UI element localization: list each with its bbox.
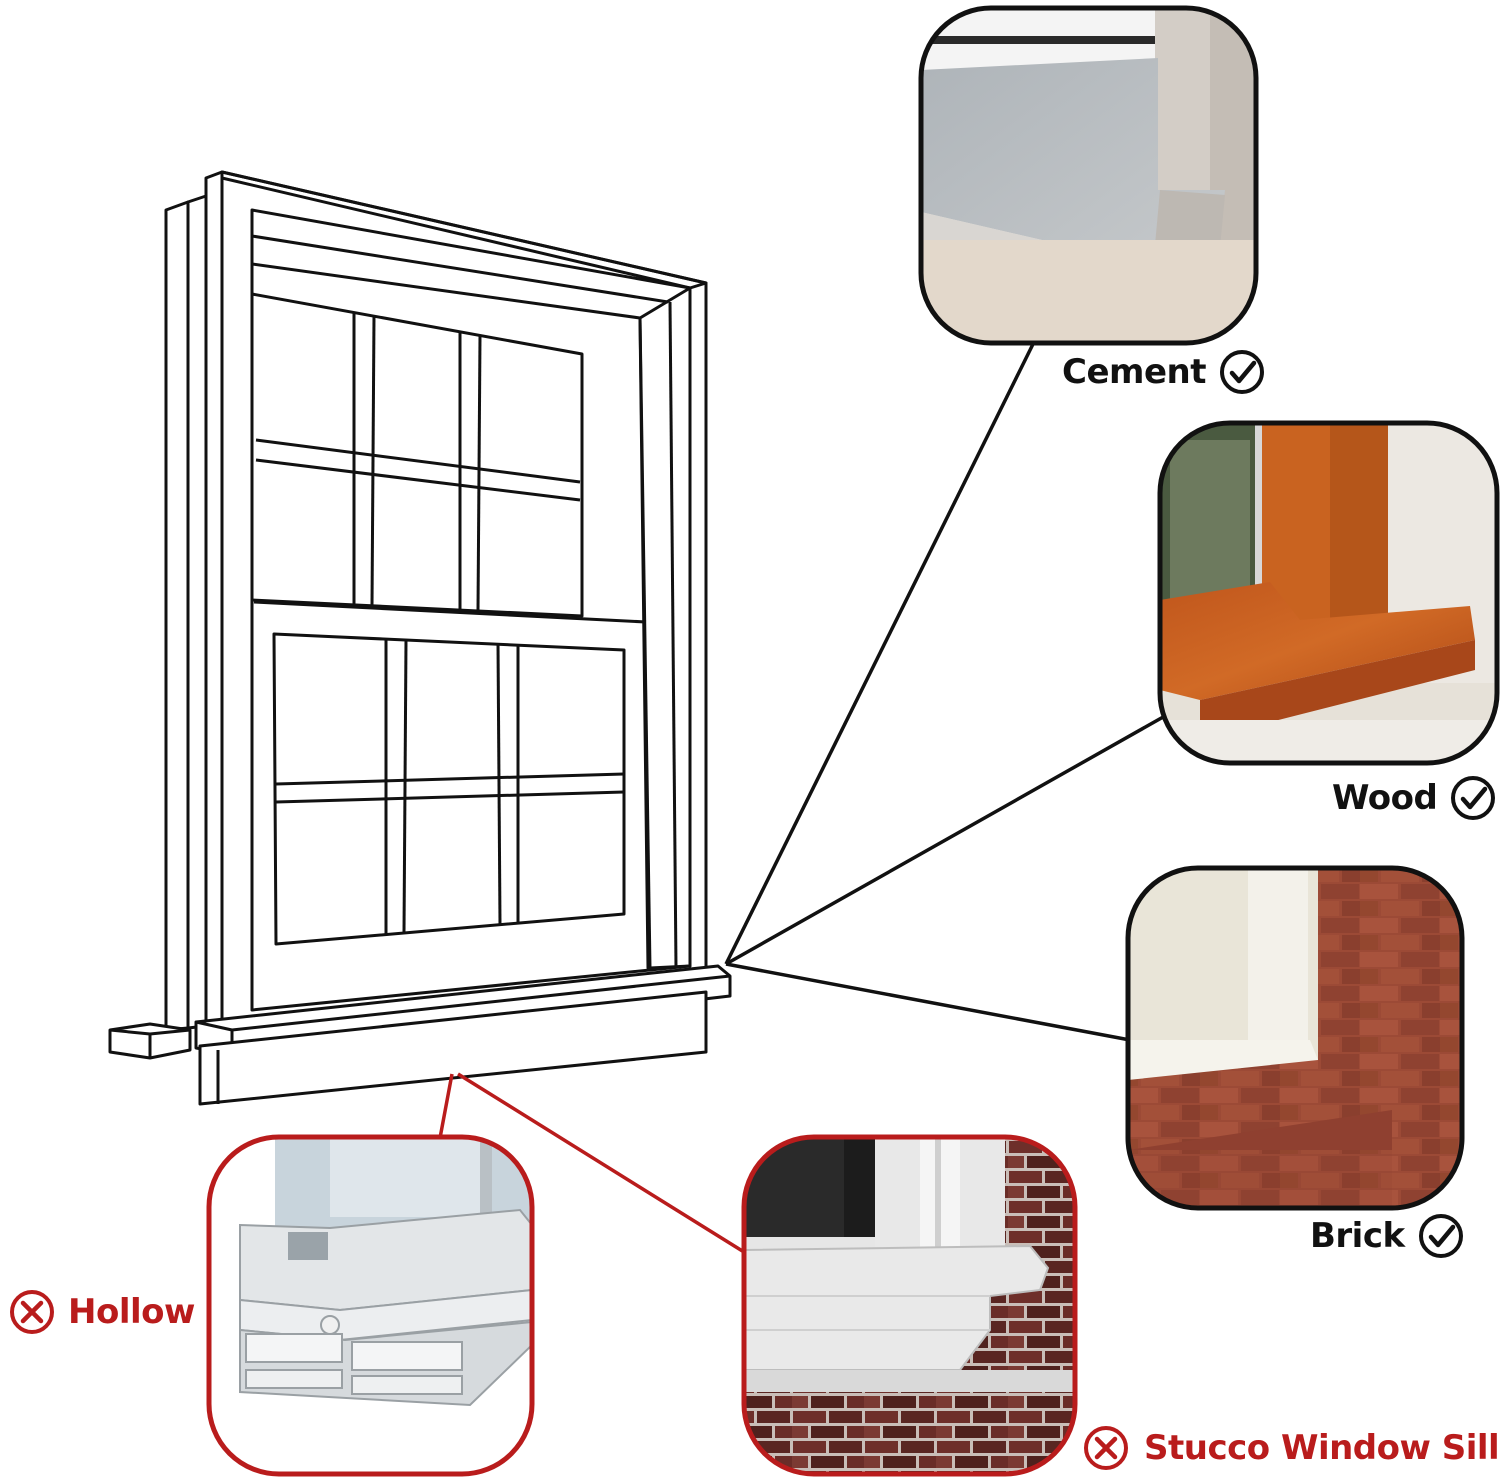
cement-sill-photo [918, 5, 1259, 346]
cement-label: Cement [1062, 348, 1266, 396]
x-circle-icon [1084, 1426, 1128, 1470]
wood-label: Wood [1332, 774, 1497, 822]
brick-label-text: Brick [1310, 1216, 1405, 1256]
callout-lines [438, 337, 1173, 1254]
x-circle-icon [10, 1290, 54, 1334]
cement-label-text: Cement [1062, 352, 1206, 392]
stucco-label-text: Stucco Window Sill [1144, 1428, 1500, 1468]
window-drawing [108, 170, 732, 1106]
hollow-sill-photo [206, 1134, 535, 1477]
stucco-sill-photo [741, 1134, 1078, 1477]
hollow-label: Hollow [8, 1288, 195, 1336]
brick-sill-photo [1125, 865, 1465, 1211]
stucco-label: Stucco Window Sill [1082, 1424, 1500, 1472]
wood-label-text: Wood [1332, 778, 1438, 818]
hollow-label-text: Hollow [68, 1292, 195, 1332]
check-circle-icon [1418, 1214, 1463, 1258]
check-circle-icon [1219, 350, 1264, 394]
wood-sill-photo [1157, 420, 1500, 766]
check-circle-icon [1451, 776, 1496, 820]
brick-label: Brick [1310, 1212, 1465, 1260]
